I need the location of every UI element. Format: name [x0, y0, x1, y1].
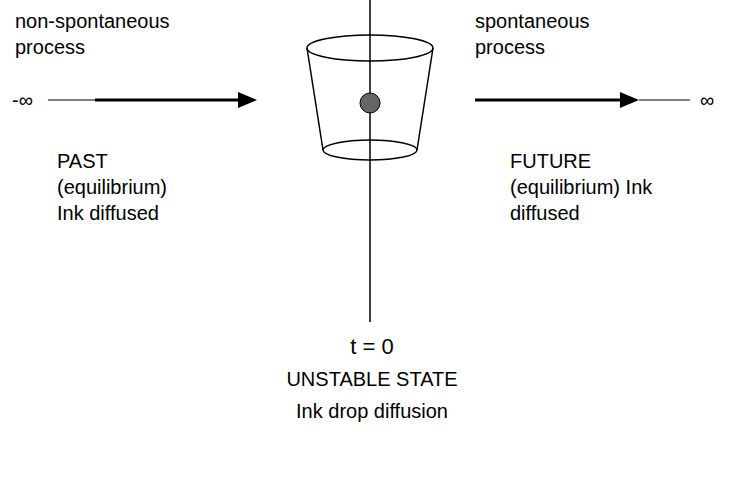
- state-label: FUTURE (equilibrium) Ink diffused: [510, 148, 670, 226]
- thin-line: [639, 100, 690, 101]
- past-arrow: [48, 92, 257, 108]
- arrow-head: [238, 92, 257, 108]
- time-label: t = 0: [2, 334, 740, 360]
- process-label: non-spontaneous process: [15, 8, 185, 60]
- beaker-rim: [307, 35, 433, 61]
- state-label: UNSTABLE STATE: [2, 366, 740, 392]
- thick-line: [95, 99, 240, 102]
- beaker: [307, 35, 433, 160]
- beaker-base: [323, 140, 417, 160]
- thick-line: [475, 99, 622, 102]
- caption: Ink drop diffusion: [2, 398, 740, 424]
- process-label: spontaneous process: [475, 8, 615, 60]
- beaker-side: [417, 48, 433, 150]
- future-arrow: [475, 92, 690, 108]
- infinity-label: ∞: [700, 87, 736, 113]
- infinity-label: -∞: [12, 87, 52, 113]
- state-label: PAST (equilibrium) Ink diffused: [57, 148, 197, 226]
- ink-drop: [360, 93, 380, 113]
- time-axis: [369, 0, 371, 322]
- beaker-side: [307, 48, 323, 150]
- arrow-head: [620, 92, 639, 108]
- thin-line: [48, 100, 95, 101]
